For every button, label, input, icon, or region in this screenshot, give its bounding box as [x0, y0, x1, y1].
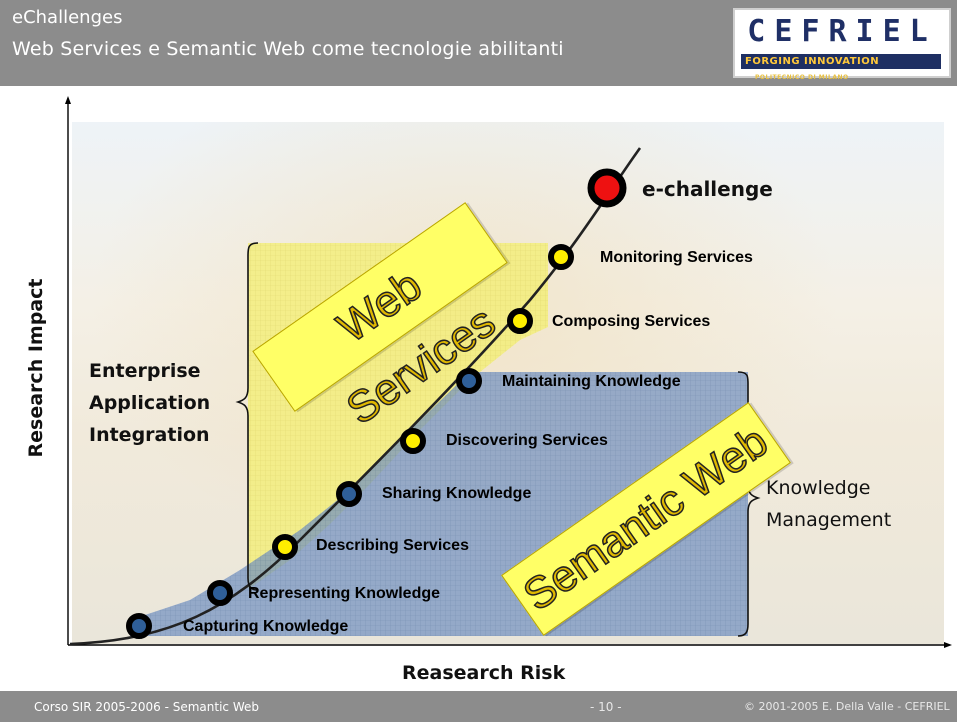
slide-header: eChallenges Web Services e Semantic Web …	[0, 0, 957, 86]
label-discovering-services: Discovering Services	[446, 432, 608, 449]
label-capturing-knowledge: Capturing Knowledge	[183, 618, 349, 635]
logo-tagline: FORGING INNOVATION POLITECNICO DI MILANO	[741, 54, 941, 81]
marker-capturing-knowledge	[126, 613, 152, 639]
marker-discovering-services	[400, 428, 426, 454]
km-label: Knowledge Management	[766, 472, 891, 536]
logo-tagline-text: FORGING INNOVATION	[745, 56, 880, 67]
eai-label-line3: Integration	[89, 424, 210, 446]
km-brace	[737, 371, 761, 637]
eai-label-line2: Application	[89, 392, 211, 414]
footer-copyright: © 2001-2005 E. Della Valle - CEFRIEL	[744, 700, 950, 713]
marker-monitoring-services	[548, 244, 574, 270]
header-title: eChallenges	[12, 7, 123, 28]
logo-wordmark: CEFRIEL	[747, 14, 937, 49]
y-axis-label: Research Impact	[25, 278, 47, 458]
label-e-challenge: e-challenge	[642, 177, 773, 201]
marker-describing-services	[272, 534, 298, 560]
marker-sharing-knowledge	[336, 481, 362, 507]
marker-composing-services	[507, 308, 533, 334]
label-describing-services: Describing Services	[316, 537, 469, 554]
label-monitoring-services: Monitoring Services	[600, 249, 753, 266]
marker-e-challenge	[587, 168, 627, 208]
eai-label-line1: Enterprise	[89, 360, 201, 382]
x-axis-label: Reasearch Risk	[402, 662, 566, 684]
label-sharing-knowledge: Sharing Knowledge	[382, 485, 532, 502]
eai-brace	[235, 242, 259, 591]
footer-page-number: - 10 -	[590, 700, 622, 714]
chart-axes	[65, 96, 952, 648]
label-maintaining-knowledge: Maintaining Knowledge	[502, 373, 681, 390]
eai-label: Enterprise Application Integration	[89, 355, 210, 451]
growth-curve	[69, 147, 642, 646]
slide-footer: Corso SIR 2005-2006 - Semantic Web - 10 …	[0, 691, 957, 722]
cefriel-logo: CEFRIEL FORGING INNOVATION POLITECNICO D…	[733, 8, 951, 81]
logo-sub-text: POLITECNICO DI MILANO	[755, 74, 849, 81]
label-representing-knowledge: Representing Knowledge	[248, 585, 441, 602]
footer-course: Corso SIR 2005-2006 - Semantic Web	[34, 700, 259, 714]
km-label-line1: Knowledge	[766, 477, 871, 499]
header-subtitle: Web Services e Semantic Web come tecnolo…	[12, 38, 564, 60]
marker-maintaining-knowledge	[456, 368, 482, 394]
label-composing-services: Composing Services	[552, 313, 711, 330]
marker-representing-knowledge	[207, 580, 233, 606]
km-label-line2: Management	[766, 509, 892, 531]
